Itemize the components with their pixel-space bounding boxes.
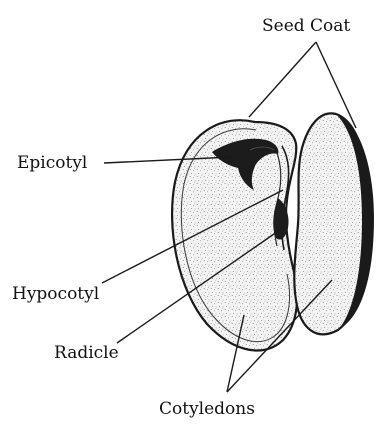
seed-coat-label: Seed Coat xyxy=(262,16,350,36)
seed-coat-leader-left xyxy=(249,42,316,117)
hypocotyl-label: Hypocotyl xyxy=(12,284,99,304)
epicotyl-label: Epicotyl xyxy=(17,153,87,173)
cotyledons-label: Cotyledons xyxy=(159,399,255,419)
radicle-label: Radicle xyxy=(54,343,119,363)
